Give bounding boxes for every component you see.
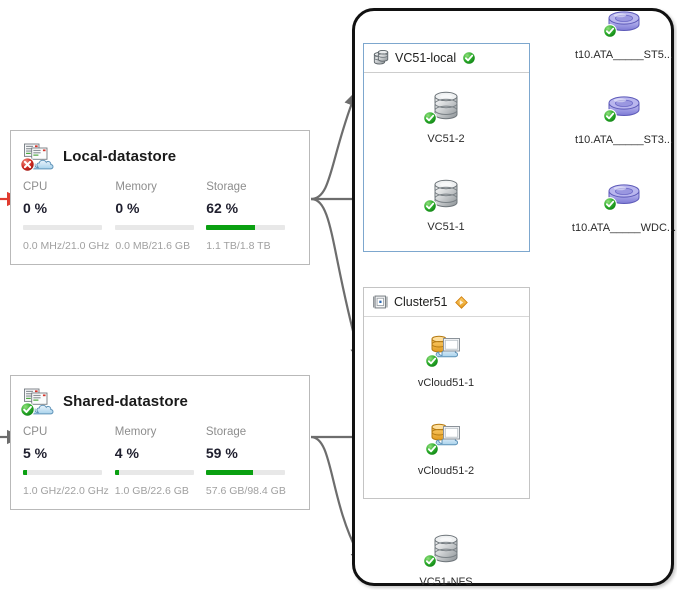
- green-check-badge-icon: [603, 24, 617, 38]
- metric-sub: 1.1 TB/1.8 TB: [206, 240, 271, 252]
- datastore-card-local[interactable]: Local-datastore CPU 0 % 0.0 MHz/21.0 GHz…: [10, 130, 310, 265]
- vapp-icon: [425, 330, 467, 370]
- green-check-badge-icon: [462, 51, 476, 65]
- lun-disk-icon: [603, 87, 645, 127]
- node-vc51-1[interactable]: VC51-1: [400, 174, 492, 233]
- datastore-cloud-icon: [23, 386, 55, 416]
- group-cluster51[interactable]: Cluster51: [363, 287, 530, 499]
- group-label: Cluster51: [394, 295, 448, 309]
- datastore-metrics: CPU 0 % 0.0 MHz/21.0 GHz Memory 0 % 0.0 …: [11, 175, 309, 266]
- metric-sub: 57.6 GB/98.4 GB: [205, 485, 286, 497]
- lun-disk-icon: [603, 175, 645, 215]
- metric-label: Memory: [114, 426, 157, 438]
- metric-bar: [206, 225, 286, 230]
- metric-sub: 1.0 GB/22.6 GB: [114, 485, 189, 497]
- metric-label: Memory: [115, 181, 157, 193]
- datastore-card-header: Local-datastore: [11, 131, 309, 175]
- datastore-card-shared[interactable]: Shared-datastore CPU 5 % 1.0 GHz/22.0 GH…: [10, 375, 310, 510]
- node-lun-wdc[interactable]: t10.ATA_____WDC...: [571, 175, 677, 234]
- node-vcloud51-1[interactable]: vCloud51-1: [400, 330, 492, 389]
- metric-label: CPU: [23, 181, 48, 193]
- metric-bar: [23, 470, 102, 475]
- datastore-card-header: Shared-datastore: [11, 376, 309, 420]
- cluster-icon: [372, 294, 389, 310]
- green-check-badge-icon: [423, 554, 437, 568]
- green-check-badge-icon: [603, 197, 617, 211]
- metric-value: 0 %: [115, 200, 140, 216]
- metric-bar-fill: [23, 470, 27, 475]
- node-label: VC51-1: [427, 221, 465, 233]
- green-check-badge-icon: [425, 442, 439, 456]
- metric-storage: Storage 62 % 1.1 TB/1.8 TB: [206, 181, 291, 252]
- metric-bar: [114, 470, 194, 475]
- lun-disk-icon: [603, 2, 645, 42]
- metric-cpu: CPU 0 % 0.0 MHz/21.0 GHz: [23, 181, 109, 252]
- group-vc51-local[interactable]: VC51-local: [363, 43, 530, 252]
- node-label: VC51-NFS: [419, 576, 473, 588]
- metric-label: Storage: [206, 181, 247, 193]
- vapp-icon: [425, 418, 467, 458]
- metric-label: CPU: [23, 426, 48, 438]
- host-icon: [425, 174, 467, 214]
- group-label: VC51-local: [395, 51, 457, 65]
- metric-bar: [205, 470, 285, 475]
- metric-bar: [23, 225, 102, 230]
- wire-local-to-vcloud51-1: [310, 197, 365, 364]
- node-vc51-2[interactable]: VC51-2: [400, 86, 492, 145]
- node-label: vCloud51-1: [417, 377, 475, 389]
- orange-diamond-badge-icon: [454, 295, 469, 310]
- metric-sub: 0.0 MB/21.6 GB: [115, 240, 191, 252]
- datastore-card-title: Local-datastore: [63, 147, 177, 165]
- node-vc51-nfs[interactable]: VC51-NFS: [400, 529, 492, 588]
- datastore-metrics: CPU 5 % 1.0 GHz/22.0 GHz Memory 4 % 1.0 …: [11, 420, 309, 511]
- metric-bar-fill: [205, 470, 253, 475]
- host-icon: [425, 86, 467, 126]
- green-check-badge-icon: [423, 111, 437, 125]
- node-label: vCloud51-2: [417, 465, 475, 477]
- node-label: VC51-2: [427, 133, 465, 145]
- metric-value: 0 %: [23, 200, 48, 216]
- metric-value: 59 %: [205, 445, 238, 461]
- metric-value: 62 %: [206, 200, 239, 216]
- node-vcloud51-2[interactable]: vCloud51-2: [400, 418, 492, 477]
- host-icon: [425, 529, 467, 569]
- green-check-badge-icon: [423, 199, 437, 213]
- node-lun-st3[interactable]: t10.ATA_____ST3...: [571, 87, 677, 146]
- wire-local-to-vc51-2: [310, 90, 359, 201]
- metric-memory: Memory 0 % 0.0 MB/21.6 GB: [115, 181, 200, 252]
- green-check-badge-icon: [20, 402, 35, 417]
- green-check-badge-icon: [603, 109, 617, 123]
- server-stack-icon: [372, 50, 390, 66]
- node-label: t10.ATA_____WDC...: [571, 222, 677, 234]
- group-header: Cluster51: [364, 288, 529, 317]
- node-lun-st5[interactable]: t10.ATA_____ST5...: [571, 2, 677, 61]
- wire-shared-to-vc51-nfs: [310, 435, 365, 566]
- red-x-badge-icon: [20, 157, 35, 172]
- metric-bar-fill: [206, 225, 256, 230]
- green-check-badge-icon: [425, 354, 439, 368]
- metric-value: 5 %: [23, 445, 48, 461]
- metric-bar: [115, 225, 195, 230]
- metric-value: 4 %: [114, 445, 139, 461]
- metric-cpu: CPU 5 % 1.0 GHz/22.0 GHz: [23, 426, 109, 497]
- metric-sub: 1.0 GHz/22.0 GHz: [23, 485, 109, 497]
- datastore-cloud-icon: [23, 141, 55, 171]
- metric-sub: 0.0 MHz/21.0 GHz: [23, 240, 110, 252]
- metric-memory: Memory 4 % 1.0 GB/22.6 GB: [114, 426, 200, 497]
- group-header: VC51-local: [364, 44, 529, 73]
- datastore-card-title: Shared-datastore: [63, 392, 188, 410]
- node-label: t10.ATA_____ST5...: [574, 49, 674, 61]
- metric-storage: Storage 59 % 57.6 GB/98.4 GB: [205, 426, 291, 497]
- metric-bar-fill: [114, 470, 119, 475]
- metric-label: Storage: [205, 426, 247, 438]
- node-label: t10.ATA_____ST3...: [574, 134, 674, 146]
